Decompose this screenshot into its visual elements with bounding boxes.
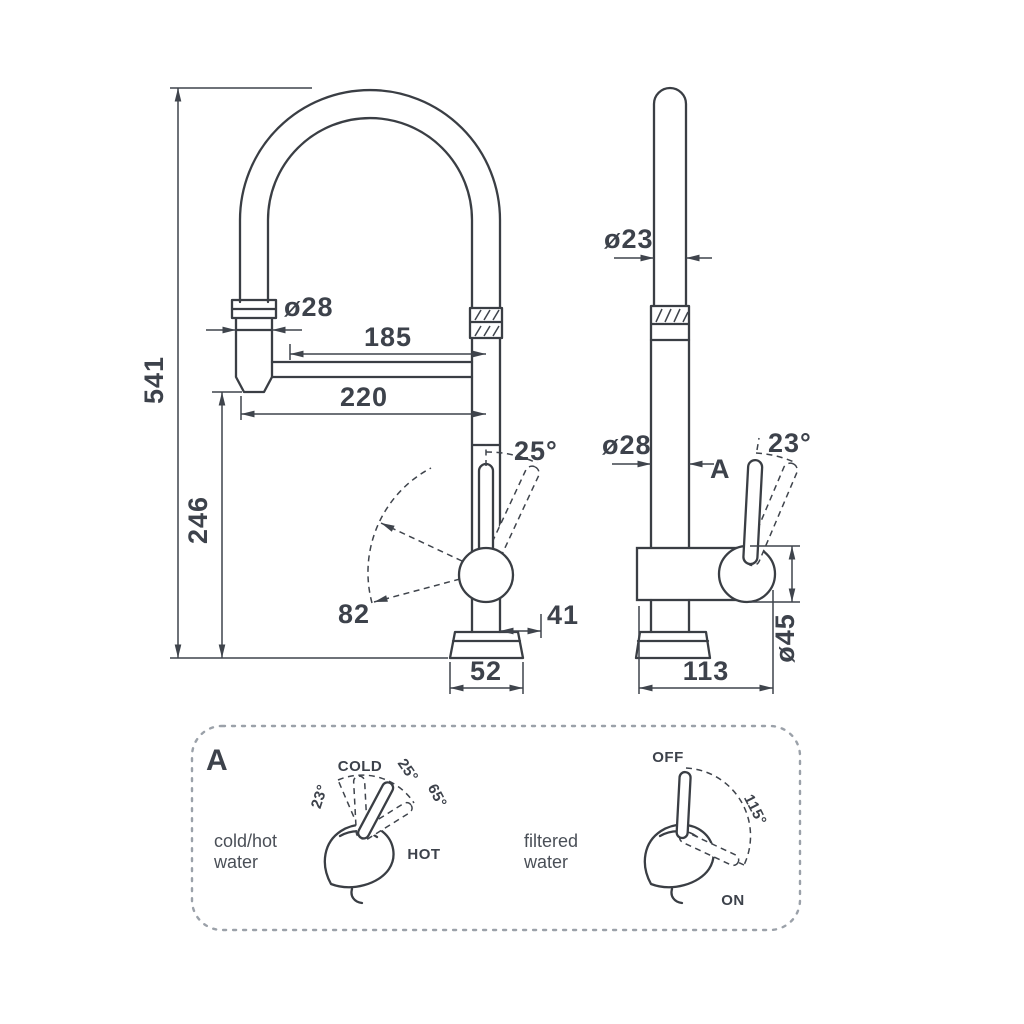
front-view: 541 246 ø28 185 220 25° 82 bbox=[139, 87, 579, 694]
handle-angle-construction bbox=[755, 437, 795, 463]
dim-o23-label: ø23 bbox=[604, 224, 654, 254]
dim-541-label: 541 bbox=[139, 356, 169, 404]
connector-hatch bbox=[655, 308, 689, 323]
dim-23deg-label: 23° bbox=[768, 428, 812, 458]
connector-hatch bbox=[474, 309, 500, 337]
handle-swing-leader-2 bbox=[380, 522, 463, 562]
handle-swing-leader-1 bbox=[373, 578, 461, 603]
dim-41-label: 41 bbox=[547, 600, 579, 630]
dim-spout-height: 246 bbox=[183, 391, 242, 659]
dim-246-label: 246 bbox=[183, 496, 213, 544]
dim-total-height: 541 bbox=[139, 87, 448, 659]
filter-lever bbox=[675, 770, 692, 840]
dim-o45-label: ø45 bbox=[770, 613, 800, 663]
filter-caption-line1: filtered bbox=[524, 831, 578, 851]
mixer-detail: COLD 25° 65° 23° HOT cold/hot water bbox=[213, 756, 450, 905]
angle-25-label: 25° bbox=[394, 756, 422, 786]
detail-panel: A COLD 25° 65° 23° HOT cold/hot water OF… bbox=[190, 724, 802, 932]
mixer-caption-line2: water bbox=[213, 852, 258, 872]
angle-23-label: 23° bbox=[308, 782, 332, 810]
spout-arm bbox=[270, 360, 474, 379]
panel-border bbox=[190, 724, 802, 932]
mixer-caption-line1: cold/hot bbox=[214, 831, 277, 851]
mixer-lever bbox=[356, 781, 395, 840]
filter-caption-line2: water bbox=[523, 852, 568, 872]
dim-extension bbox=[170, 87, 448, 659]
angle-65-label: 65° bbox=[424, 781, 450, 810]
panel-marker-label: A bbox=[206, 744, 228, 777]
dim-reach-upper: 185 bbox=[289, 322, 487, 360]
filter-detail: OFF 115° ON filtered water bbox=[523, 749, 770, 909]
dim-82-label: 82 bbox=[338, 599, 370, 629]
base-column bbox=[649, 598, 691, 634]
dim-column-diameter: ø28 bbox=[602, 430, 714, 468]
filter-lever-on-outline bbox=[678, 831, 740, 867]
cold-label: COLD bbox=[338, 758, 383, 775]
side-view: ø23 ø28 23° A ø45 113 bbox=[602, 86, 812, 694]
handle-lever-tilted-outline bbox=[481, 465, 540, 574]
hot-label: HOT bbox=[407, 846, 440, 863]
dim-52-label: 52 bbox=[470, 656, 502, 686]
dim-handle-offset: 41 bbox=[499, 600, 579, 638]
spray-head bbox=[230, 298, 278, 394]
base bbox=[634, 630, 712, 660]
detail-ref-label: A bbox=[710, 454, 731, 484]
mixer-swing-arc bbox=[337, 774, 415, 837]
on-label: ON bbox=[721, 892, 745, 909]
dim-depth: 113 bbox=[638, 590, 774, 694]
column bbox=[468, 306, 504, 634]
base bbox=[448, 630, 525, 660]
dim-base-diameter: ø45 bbox=[750, 545, 800, 663]
dim-spray-diameter-label: ø28 bbox=[284, 292, 334, 322]
upper-tube bbox=[652, 86, 688, 308]
dim-185-label: 185 bbox=[364, 322, 412, 352]
dim-reach-lower: 220 bbox=[240, 382, 487, 420]
dim-base-width: 52 bbox=[449, 656, 524, 694]
dim-o28-side-label: ø28 bbox=[602, 430, 652, 460]
dim-220-label: 220 bbox=[340, 382, 388, 412]
dim-extension bbox=[638, 590, 774, 694]
dim-tube-diameter: ø23 bbox=[604, 224, 712, 262]
handle-angle-construction bbox=[485, 444, 538, 466]
lower-tube bbox=[649, 338, 691, 550]
dim-spray-diameter: ø28 bbox=[206, 292, 334, 334]
handle-ball-joint bbox=[457, 546, 515, 604]
handle-lever bbox=[742, 458, 764, 566]
dim-25deg-label: 25° bbox=[514, 436, 558, 466]
spout-arch bbox=[238, 88, 502, 310]
off-label: OFF bbox=[652, 749, 684, 766]
handle-swing-arc bbox=[367, 467, 432, 604]
dim-113-label: 113 bbox=[683, 656, 730, 686]
